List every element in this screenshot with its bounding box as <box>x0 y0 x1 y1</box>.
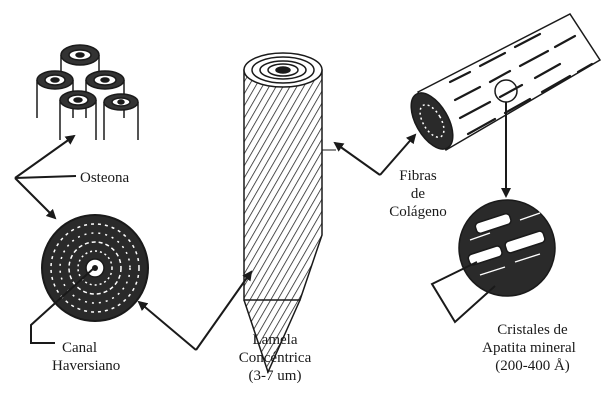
cristales-label-line1: Cristales de <box>470 320 595 340</box>
canal-label-line1: Canal <box>62 338 97 358</box>
osteon-cluster-illustration <box>37 45 138 140</box>
arrow-to-cross-section <box>15 178 55 218</box>
fibras-label-line1: Fibras <box>378 166 458 186</box>
haversian-cross-section-illustration <box>42 215 148 321</box>
lamela-label-line2: Concéntrica <box>220 348 330 368</box>
cristales-label-line3: (200-400 Å) <box>470 356 595 376</box>
lamela-label-line1: Lamela <box>230 330 320 350</box>
collagen-fiber-illustration <box>403 14 600 156</box>
fibras-label-line2: de <box>378 184 458 204</box>
concentric-lamella-illustration <box>244 53 336 372</box>
line-to-osteona-label <box>15 176 76 178</box>
cristales-label-line2: Apatita mineral <box>458 338 600 358</box>
fibras-label-line3: Colágeno <box>373 202 463 222</box>
arrow-to-lamella-in-section <box>139 302 196 350</box>
arrow-to-osteon <box>15 136 74 178</box>
osteona-label: Osteona <box>80 168 129 188</box>
apatite-crystals-illustration <box>459 200 555 296</box>
lamela-label-line3: (3-7 um) <box>230 366 320 386</box>
canal-label-line2: Haversiano <box>52 356 120 376</box>
arrow-to-lamella-fibers <box>335 143 380 175</box>
